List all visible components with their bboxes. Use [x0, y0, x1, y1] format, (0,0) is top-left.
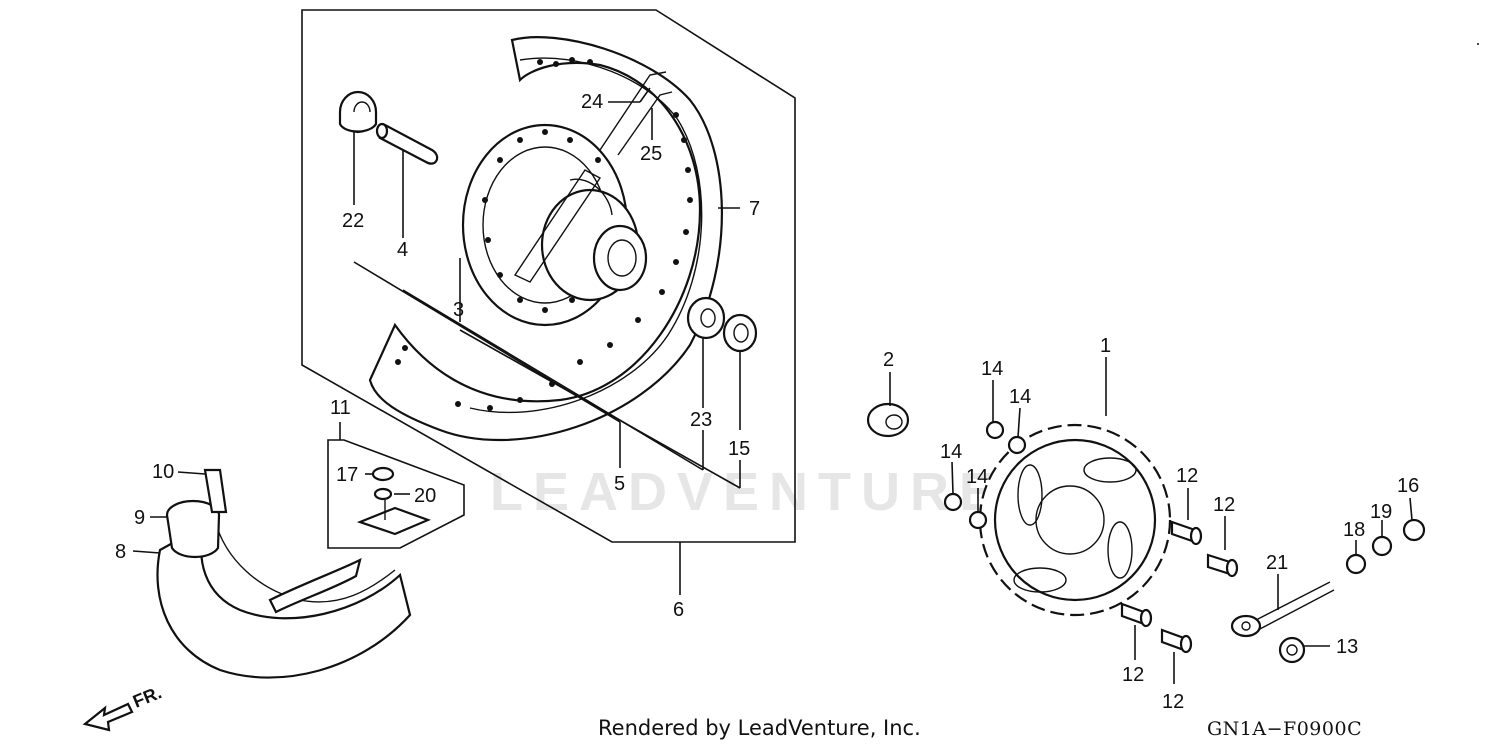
callout-12-d: 12	[1162, 691, 1184, 713]
callout-20: 20	[414, 485, 436, 507]
callout-14-a: 14	[981, 358, 1003, 380]
callout-21: 21	[1266, 552, 1288, 574]
rendered-by-credit: Rendered by LeadVenture, Inc.	[598, 716, 921, 740]
callout-16: 16	[1397, 475, 1419, 497]
callout-6: 6	[673, 599, 684, 621]
rim-band-10	[203, 468, 228, 514]
washer-20	[373, 487, 393, 501]
driven-sprocket	[978, 423, 1172, 617]
valve-group-outline	[327, 439, 465, 549]
tire-tread-band	[268, 557, 362, 614]
bearing-23	[686, 296, 726, 340]
callout-labels: 1 2 3 4 5 6 7 8 9 10 11 12 12 12 12 13 1…	[115, 91, 1419, 713]
callout-14-d: 14	[966, 466, 988, 488]
nut-14-a	[985, 420, 1005, 440]
diagram-code: GN1A−F0900C	[1207, 718, 1363, 740]
callout-4: 4	[397, 239, 408, 261]
callout-2: 2	[883, 349, 894, 371]
callout-9: 9	[134, 507, 145, 529]
nut-14-b	[1007, 435, 1027, 455]
wheel-hub	[461, 123, 648, 327]
bolt-12-b	[1206, 553, 1239, 578]
callout-15: 15	[728, 438, 750, 460]
callout-12-b: 12	[1213, 494, 1235, 516]
callout-13: 13	[1336, 636, 1358, 658]
bolt-12-a	[1170, 520, 1203, 546]
callout-22: 22	[342, 210, 364, 232]
wheel-assembly-outline	[301, 9, 796, 543]
callout-18: 18	[1343, 519, 1365, 541]
spoke-25	[617, 91, 673, 156]
callout-7: 7	[749, 198, 760, 220]
callout-14-c: 14	[940, 441, 962, 463]
callout-19: 19	[1370, 501, 1392, 523]
collar-2	[866, 402, 910, 438]
nut-16	[1402, 518, 1426, 542]
callout-17: 17	[336, 464, 358, 486]
leader-lines	[132, 87, 1413, 684]
callout-1: 1	[1100, 335, 1111, 357]
bolt-12-d	[1160, 628, 1193, 654]
bolt-12-c	[1120, 602, 1153, 628]
hub-holes	[482, 129, 601, 313]
collar-4	[375, 122, 439, 165]
callout-14-b: 14	[1009, 386, 1031, 408]
callout-24: 24	[581, 91, 603, 113]
callout-3: 3	[453, 299, 464, 321]
callout-25: 25	[640, 143, 662, 165]
chain-adjuster-21	[1230, 581, 1335, 638]
callout-23: 23	[690, 409, 712, 431]
spoke-holes	[395, 57, 693, 411]
callout-10: 10	[152, 461, 174, 483]
watermark-text: LEADVENTURE	[490, 462, 1005, 522]
tube-9	[165, 499, 221, 559]
front-direction-arrow: FR.	[82, 682, 164, 732]
bearing-22	[338, 90, 378, 134]
callout-12-c: 12	[1122, 664, 1144, 686]
nut-13	[1278, 636, 1306, 664]
rim-lock-11	[356, 500, 432, 536]
callout-8: 8	[115, 541, 126, 563]
callout-5: 5	[614, 473, 625, 495]
washer-19	[1371, 535, 1393, 557]
washer-18	[1345, 553, 1367, 575]
spoke-24	[599, 71, 667, 151]
callout-12-a: 12	[1176, 465, 1198, 487]
nut-14-c	[943, 492, 963, 512]
nut-17	[371, 466, 395, 482]
wheel-rim	[368, 36, 723, 442]
callout-11: 11	[330, 397, 351, 419]
direction-label: FR.	[130, 682, 164, 711]
nut-14-d	[968, 510, 988, 530]
dust-seal-15	[722, 313, 758, 353]
